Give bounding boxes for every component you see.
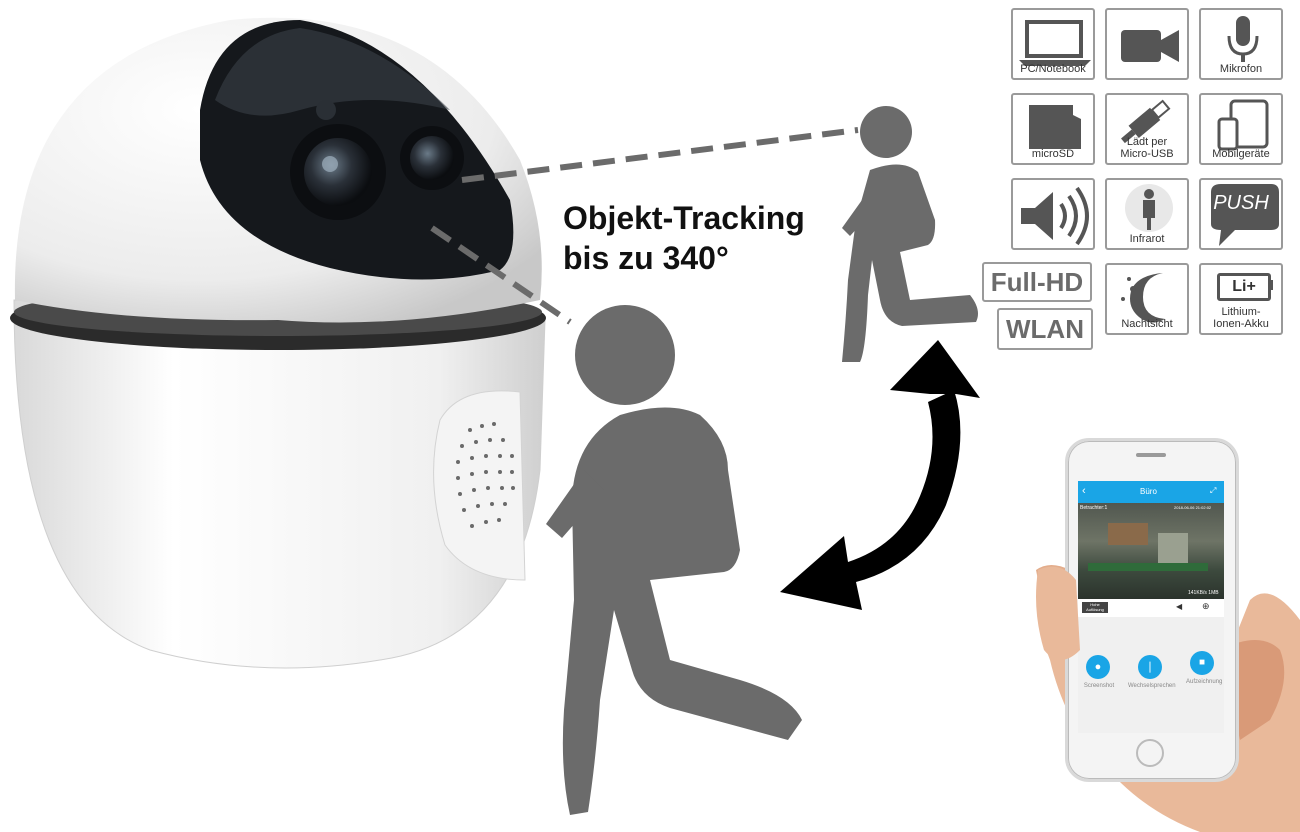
bitrate: 141KB/s 1MB bbox=[1188, 590, 1219, 596]
headline-line1: Objekt-Tracking bbox=[563, 200, 805, 236]
timestamp: 2018-06-06 21:02:02 bbox=[1174, 505, 1212, 510]
feature-tile-speaker bbox=[1011, 178, 1095, 250]
mobile-devices-icon bbox=[1217, 99, 1269, 151]
feature-tile-usb: Lädt per Micro-USB bbox=[1105, 93, 1189, 165]
controls-row: Hohe Auflösung ◀ ⊕ bbox=[1078, 599, 1224, 617]
feature-label: Mikrofon bbox=[1219, 63, 1263, 75]
feature-sub2: Ionen-Akku bbox=[1213, 318, 1269, 330]
app-header: ‹ Büro ⤢ bbox=[1078, 481, 1224, 503]
feature-label-2: Micro-USB bbox=[1120, 148, 1174, 160]
usb-icon bbox=[1121, 99, 1171, 144]
home-button[interactable] bbox=[1136, 739, 1164, 767]
feature-tile-wlan: WLAN bbox=[997, 308, 1093, 350]
back-icon[interactable]: ‹ bbox=[1082, 485, 1086, 497]
rotation-arrow bbox=[780, 340, 980, 610]
feature-label: Lädt per bbox=[1126, 136, 1168, 148]
feature-tile-pc: PC/Notebook bbox=[1011, 8, 1095, 80]
feature-tile-video bbox=[1105, 8, 1189, 80]
camera-base bbox=[13, 299, 546, 669]
app-title: Büro bbox=[1140, 487, 1157, 496]
record-button[interactable]: ■ bbox=[1190, 651, 1214, 675]
battery-icon: Li+ bbox=[1217, 273, 1271, 301]
feature-sub1: Lithium- bbox=[1221, 306, 1261, 318]
feature-tile-fullhd: Full-HD bbox=[982, 262, 1092, 302]
feature-tile-microsd: microSD bbox=[1011, 93, 1095, 165]
feature-label: Mobilgeräte bbox=[1212, 148, 1270, 160]
settings-icon[interactable]: ⊕ bbox=[1202, 601, 1210, 611]
viewer-count: Betrachter:1 bbox=[1080, 505, 1108, 511]
feature-tile-infrared: Infrarot bbox=[1105, 178, 1189, 250]
phone-screen: ‹ Büro ⤢ Betrachter:1 2018-06-06 21:02:0… bbox=[1078, 481, 1224, 733]
push-label: PUSH bbox=[1213, 192, 1269, 214]
feature-label: PC/Notebook bbox=[1020, 63, 1086, 75]
feature-label: Infrarot bbox=[1129, 233, 1165, 245]
feature-label: microSD bbox=[1031, 148, 1075, 160]
microphone-icon bbox=[1227, 16, 1259, 62]
talk-label: Wechselsprechen bbox=[1128, 683, 1176, 689]
screenshot-label: Screenshot bbox=[1083, 683, 1115, 689]
feature-tile-push: PUSH bbox=[1199, 178, 1283, 250]
figure-small bbox=[842, 106, 978, 362]
screenshot-button[interactable]: ● bbox=[1086, 655, 1110, 679]
headline-line2: bis zu 340° bbox=[563, 240, 729, 276]
talk-button[interactable]: ❘ bbox=[1138, 655, 1162, 679]
fullscreen-icon[interactable]: ⤢ bbox=[1210, 486, 1217, 495]
camera-illustration bbox=[10, 17, 546, 669]
speaker-icon bbox=[1021, 186, 1089, 246]
feature-tile-mobile: Mobilgeräte bbox=[1199, 93, 1283, 165]
live-video: Betrachter:1 2018-06-06 21:02:02 141KB/s… bbox=[1078, 503, 1224, 599]
video-camera-icon bbox=[1121, 30, 1179, 62]
push-bubble-icon bbox=[1211, 184, 1279, 246]
figure-large bbox=[546, 305, 802, 815]
feature-tile-nightvision: Nachtsicht bbox=[1105, 263, 1189, 335]
feature-tile-battery: Li+ Lithium- Ionen-Akku bbox=[1199, 263, 1283, 335]
microsd-icon bbox=[1029, 105, 1081, 149]
headline: Objekt-Tracking bis zu 340° bbox=[563, 198, 805, 278]
feature-label: Nachtsicht bbox=[1121, 318, 1173, 330]
infrared-icon bbox=[1125, 184, 1173, 232]
quality-button[interactable]: Hohe Auflösung bbox=[1082, 602, 1108, 613]
speaker-grille bbox=[433, 390, 526, 581]
thumb bbox=[1036, 566, 1080, 660]
record-label: Aufzeichnung bbox=[1186, 679, 1223, 685]
volume-icon[interactable]: ◀ bbox=[1176, 602, 1183, 611]
feature-tile-mic: Mikrofon bbox=[1199, 8, 1283, 80]
night-vision-icon bbox=[1121, 273, 1165, 323]
smartphone: ‹ Büro ⤢ Betrachter:1 2018-06-06 21:02:0… bbox=[1065, 438, 1239, 782]
